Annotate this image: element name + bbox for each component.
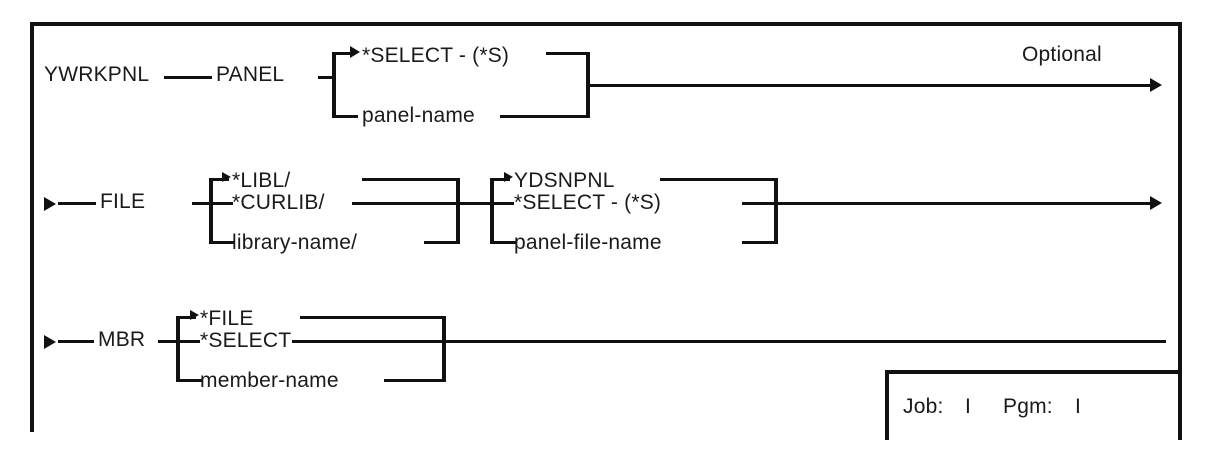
bracket-close-mbr-spine bbox=[442, 316, 446, 382]
bracket-close-mbr-arm-bottom bbox=[384, 379, 446, 382]
pgm-label: Pgm: bbox=[1003, 395, 1053, 418]
keyword-panel: PANEL bbox=[216, 63, 285, 86]
entry-tick-mbr-group bbox=[158, 340, 178, 343]
option-member-name: member-name bbox=[200, 369, 339, 392]
bracket-open-panel-arm-top bbox=[332, 52, 354, 55]
bracket-close-filename-spine bbox=[774, 178, 778, 244]
option-panel-name: panel-name bbox=[362, 104, 475, 127]
keyword-file: FILE bbox=[100, 190, 146, 213]
row-file-entry-arrow-icon bbox=[44, 197, 56, 211]
bracket-open-library-spine bbox=[209, 178, 213, 244]
bracket-open-filename-spine bbox=[490, 178, 494, 244]
option-panel-file-name: panel-file-name bbox=[514, 231, 662, 254]
job-value: I bbox=[965, 395, 972, 418]
mainline-file-end-arrow-icon bbox=[1150, 196, 1162, 210]
frame-top-border bbox=[30, 22, 1182, 26]
bracket-open-panel-spine bbox=[332, 52, 336, 118]
bracket-open-library-arm-top bbox=[209, 178, 229, 181]
bracket-close-library-spine bbox=[456, 178, 460, 244]
default-path-arrow-icon bbox=[222, 172, 231, 182]
default-path-arrow-icon bbox=[504, 172, 513, 182]
bracket-open-mbr-arm-top bbox=[176, 316, 196, 319]
status-box: Job: I Pgm: I bbox=[885, 370, 1178, 440]
option-file-libl: *LIBL/ bbox=[232, 169, 291, 192]
bracket-close-filename-arm-mid bbox=[742, 202, 778, 205]
frame-right-border bbox=[1178, 22, 1182, 440]
bracket-close-filename-arm-bottom bbox=[742, 241, 778, 244]
option-mbr-select: *SELECT bbox=[200, 329, 292, 352]
entry-tick-file-library-group bbox=[192, 202, 210, 205]
bracket-open-filename-arm-bottom bbox=[490, 241, 516, 244]
row-mbr-entry-arrow-icon bbox=[44, 335, 56, 349]
pgm-value: I bbox=[1075, 395, 1082, 418]
option-mbr-file: *FILE bbox=[200, 307, 254, 330]
optional-label: Optional bbox=[1022, 43, 1102, 66]
option-ydsnpnl: YDSNPNL bbox=[514, 169, 615, 192]
mainline-mbr bbox=[442, 340, 1166, 343]
option-filename-select: *SELECT - (*S) bbox=[514, 191, 662, 214]
bracket-close-library-arm-mid bbox=[352, 202, 460, 205]
bracket-close-filename-arm-top bbox=[660, 178, 778, 181]
bracket-open-panel-arm-bottom bbox=[332, 115, 358, 118]
connector-command-to-panel bbox=[164, 76, 212, 79]
bracket-open-filename-arm-mid bbox=[490, 202, 514, 205]
bracket-close-mbr-arm-mid bbox=[292, 340, 446, 343]
option-panel-select: *SELECT - (*S) bbox=[362, 44, 510, 67]
connector-entry-to-mbr bbox=[58, 340, 94, 343]
bracket-open-mbr-spine bbox=[176, 316, 180, 382]
job-label: Job: bbox=[903, 395, 944, 418]
entry-tick-panel-group bbox=[318, 76, 334, 79]
bracket-close-mbr-arm-top bbox=[300, 316, 446, 319]
command-label-ywrkpnl: YWRKPNL bbox=[44, 63, 150, 86]
bracket-open-mbr-arm-bottom bbox=[176, 379, 202, 382]
bracket-close-panel-arm-top bbox=[546, 52, 590, 55]
connector-library-to-filename bbox=[456, 202, 492, 205]
bracket-close-library-arm-top bbox=[362, 178, 460, 181]
bracket-open-library-arm-mid bbox=[209, 202, 233, 205]
default-path-arrow-icon bbox=[190, 310, 199, 320]
frame-left-border bbox=[30, 22, 34, 432]
option-file-library-name: library-name/ bbox=[232, 231, 358, 254]
default-path-arrow-icon bbox=[350, 46, 360, 58]
keyword-mbr: MBR bbox=[98, 328, 146, 351]
bracket-open-mbr-arm-mid bbox=[176, 340, 200, 343]
connector-entry-to-file bbox=[58, 202, 96, 205]
bracket-open-filename-arm-top bbox=[490, 178, 510, 181]
bracket-close-panel-arm-bottom bbox=[500, 115, 590, 118]
bracket-close-library-arm-bottom bbox=[424, 241, 460, 244]
mainline-panel-end-arrow-icon bbox=[1150, 78, 1162, 92]
mainline-file bbox=[774, 202, 1152, 205]
mainline-panel bbox=[586, 84, 1152, 87]
option-file-curlib: *CURLIB/ bbox=[232, 191, 325, 214]
bracket-open-library-arm-bottom bbox=[209, 241, 235, 244]
